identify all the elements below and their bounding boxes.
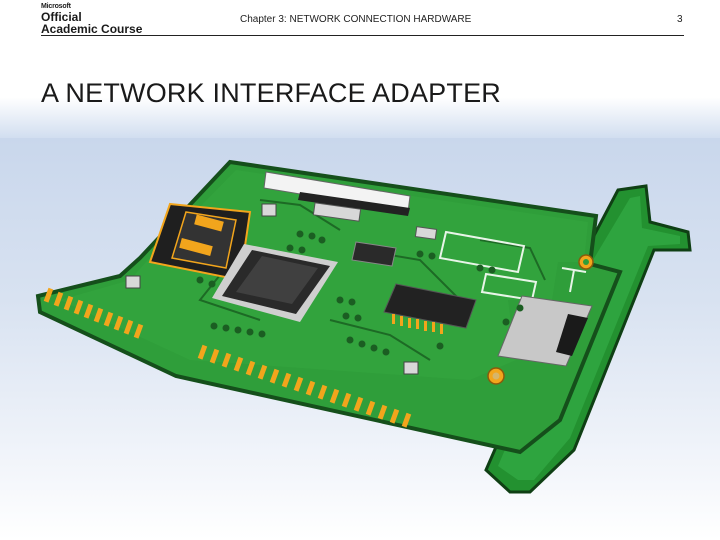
resistor-pads bbox=[196, 230, 524, 356]
network-card-illustration bbox=[35, 159, 692, 494]
controller-chip bbox=[212, 244, 338, 322]
rom-socket bbox=[148, 202, 252, 282]
rj45-port bbox=[497, 295, 593, 367]
logo-line-2: Academic Course bbox=[41, 22, 143, 36]
page-number: 3 bbox=[677, 14, 683, 25]
logo-brand: Microsoft bbox=[41, 3, 71, 10]
top-strip bbox=[263, 171, 411, 216]
logo: Microsoft Official Academic Course bbox=[41, 3, 142, 35]
slide-title: A NETWORK INTERFACE ADAPTER bbox=[41, 78, 501, 108]
transceiver-chip bbox=[383, 283, 477, 334]
edge-connector bbox=[43, 287, 412, 428]
screw-holes bbox=[487, 254, 594, 385]
small-components bbox=[125, 202, 438, 375]
chapter-heading: Chapter 3: NETWORK CONNECTION HARDWARE bbox=[240, 14, 472, 25]
header-divider bbox=[41, 35, 684, 36]
logo-line-1: Official bbox=[41, 10, 82, 24]
